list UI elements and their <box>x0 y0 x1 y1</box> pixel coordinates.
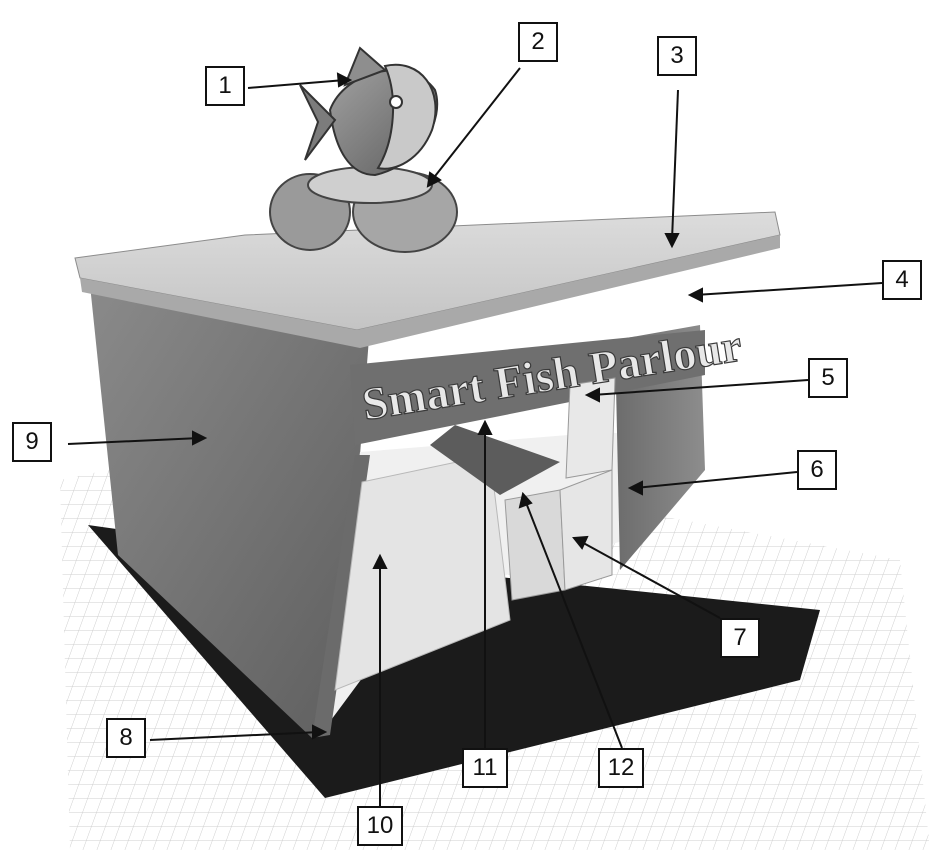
fish-eye <box>389 95 403 109</box>
fish-fin-top <box>343 46 387 87</box>
inner-divider <box>430 425 560 495</box>
left-wall <box>90 285 370 738</box>
leader-7-arrowhead <box>572 535 589 550</box>
leader-12-arrowhead <box>518 491 533 509</box>
leader-3-arrowhead <box>664 233 680 249</box>
callout-7: 7 <box>720 618 760 658</box>
leader-10-arrowhead <box>372 553 388 569</box>
leader-5 <box>591 379 809 396</box>
leader-1-arrowhead <box>336 72 353 88</box>
leader-8 <box>149 731 321 741</box>
callout-2: 2 <box>518 22 558 62</box>
leader-9-arrowhead <box>192 430 208 446</box>
callout-3: 3 <box>657 36 697 76</box>
callout-6: 6 <box>797 450 837 490</box>
leader-9 <box>67 437 201 445</box>
leader-1 <box>247 79 346 89</box>
leader-12 <box>524 499 623 749</box>
fish-face <box>376 63 437 170</box>
roof-edge <box>80 235 780 348</box>
leader-5-arrowhead <box>584 387 600 403</box>
upper-window <box>565 377 616 479</box>
leader-lines <box>67 67 883 806</box>
leader-8-arrowhead <box>312 724 328 740</box>
leader-2 <box>431 67 521 181</box>
leader-4-arrowhead <box>687 287 703 303</box>
fish-tail <box>299 84 337 161</box>
leader-2-arrowhead <box>426 171 442 188</box>
leader-6-arrowhead <box>627 480 643 496</box>
door-panel-right <box>559 469 613 591</box>
leader-6 <box>634 471 798 489</box>
interior-block <box>334 454 511 691</box>
sign-band <box>350 330 705 445</box>
callout-12: 12 <box>598 748 644 788</box>
callout-10: 10 <box>357 806 403 846</box>
door-panel-left <box>504 489 566 601</box>
callout-1: 1 <box>205 66 245 106</box>
leader-3 <box>671 89 679 241</box>
callout-4: 4 <box>882 260 922 300</box>
callout-11: 11 <box>462 748 508 788</box>
callout-8: 8 <box>106 718 146 758</box>
leader-11-arrowhead <box>477 419 493 435</box>
leader-7 <box>577 539 721 619</box>
front-pillar <box>312 455 370 738</box>
callout-5: 5 <box>808 358 848 398</box>
leader-4 <box>694 282 883 296</box>
callout-9: 9 <box>12 422 52 462</box>
